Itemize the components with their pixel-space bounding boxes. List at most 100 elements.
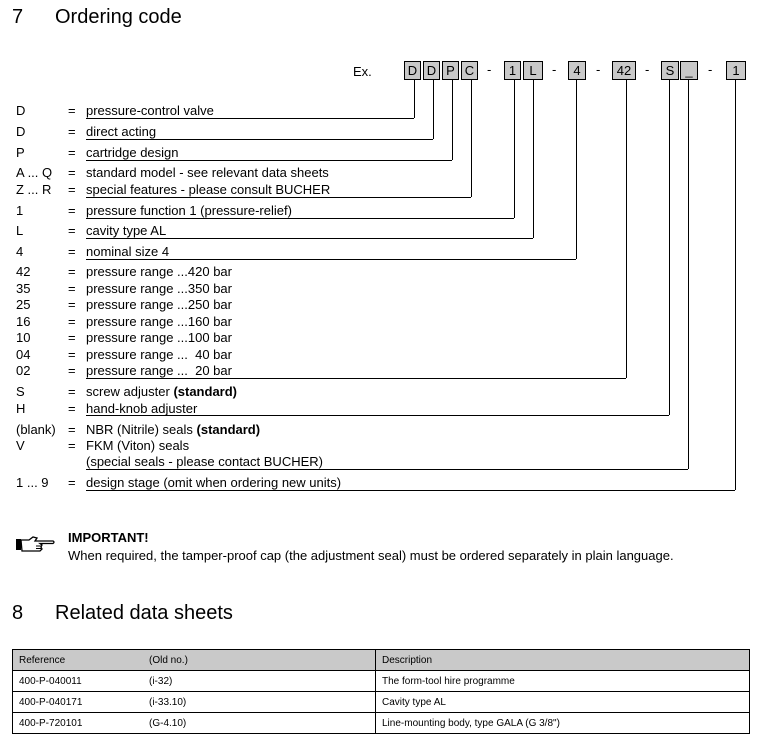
equals-sign: = [68, 223, 76, 238]
equals-sign: = [68, 264, 76, 279]
table-cell: (i-33.10) [143, 691, 376, 713]
equals-sign: = [68, 145, 76, 160]
equals-sign: = [68, 438, 76, 453]
equals-sign: = [68, 124, 76, 139]
equals-sign: = [68, 363, 76, 378]
code-value: 10 [16, 330, 31, 345]
table-row: 400-P-040011 (i-32) The form-tool hire p… [12, 670, 750, 692]
code-value: D [16, 124, 26, 139]
equals-sign: = [68, 401, 76, 416]
code-description: cavity type AL [86, 223, 167, 238]
important-heading: IMPORTANT! [68, 530, 149, 545]
code-description: design stage (omit when ordering new uni… [86, 475, 342, 490]
equals-sign: = [68, 347, 76, 362]
code-value: 1 ... 9 [16, 475, 49, 490]
table-cell: 400-P-040011 [12, 670, 143, 692]
code-value: D [16, 103, 26, 118]
connector-line [86, 160, 452, 161]
code-value: 02 [16, 363, 31, 378]
code-value: 04 [16, 347, 31, 362]
connector-line [669, 79, 670, 415]
code-value: H [16, 401, 26, 416]
code-value: S [16, 384, 25, 399]
code-dash: - [645, 62, 650, 77]
connector-line [86, 490, 735, 491]
code-description: special features - please consult BUCHER [86, 182, 331, 197]
connector-line [86, 197, 471, 198]
code-value: 1 [16, 203, 24, 218]
equals-sign: = [68, 203, 76, 218]
code-dash: - [487, 62, 492, 77]
code-box: D [404, 61, 421, 80]
connector-line [514, 79, 515, 218]
table-header-row: Reference (Old no.) Description [12, 649, 750, 671]
code-box: 4 [568, 61, 586, 80]
connector-line [452, 79, 453, 160]
equals-sign: = [68, 475, 76, 490]
code-description: cartridge design [86, 145, 179, 160]
connector-line [86, 415, 669, 416]
connector-line [86, 218, 514, 219]
table-cell: (G-4.10) [143, 712, 376, 734]
equals-sign: = [68, 330, 76, 345]
standard-label: (standard) [173, 384, 237, 399]
code-value: A ... Q [16, 165, 53, 180]
example-label: Ex. [353, 64, 372, 79]
connector-line [533, 79, 534, 238]
code-description: FKM (Viton) seals [86, 438, 190, 453]
table-cell: 400-P-720101 [12, 712, 143, 734]
column-header: Description [375, 649, 750, 671]
code-value: 35 [16, 281, 31, 296]
code-description: pressure range ...160 bar [86, 314, 232, 329]
table-cell: Line-mounting body, type GALA (G 3/8") [375, 712, 750, 734]
table-cell: Cavity type AL [375, 691, 750, 713]
section-number: 8 [12, 602, 24, 624]
connector-line [433, 79, 434, 139]
code-description: pressure range ...350 bar [86, 281, 232, 296]
table-row: 400-P-040171 (i-33.10) Cavity type AL [12, 691, 750, 713]
code-description-text: screw adjuster [86, 384, 170, 399]
column-header: Reference [12, 649, 143, 671]
code-description: hand-knob adjuster [86, 401, 198, 416]
code-value: 25 [16, 297, 31, 312]
table-row: 400-P-720101 (G-4.10) Line-mounting body… [12, 712, 750, 734]
connector-line [471, 79, 472, 197]
code-description: pressure range ... 20 bar [86, 363, 232, 378]
code-box: 1 [504, 61, 521, 80]
connector-line [86, 118, 414, 119]
code-value: (blank) [16, 422, 56, 437]
code-dash: - [708, 62, 713, 77]
connector-line [86, 139, 433, 140]
equals-sign: = [68, 182, 76, 197]
standard-label: (standard) [196, 422, 261, 437]
connector-line [735, 79, 736, 490]
table-cell: (i-32) [143, 670, 376, 692]
code-description: screw adjuster (standard) [86, 384, 237, 399]
column-header: (Old no.) [143, 649, 376, 671]
code-description: pressure range ...250 bar [86, 297, 232, 312]
code-box: 1 [726, 61, 746, 80]
table-cell: The form-tool hire programme [375, 670, 750, 692]
section-number: 7 [12, 6, 24, 28]
code-box: 42 [612, 61, 636, 80]
equals-sign: = [68, 103, 76, 118]
equals-sign: = [68, 281, 76, 296]
equals-sign: = [68, 314, 76, 329]
code-description: pressure function 1 (pressure-relief) [86, 203, 292, 218]
code-value: L [16, 223, 24, 238]
code-box: C [461, 61, 478, 80]
equals-sign: = [68, 297, 76, 312]
related-data-sheets-table: Reference (Old no.) Description 400-P-04… [12, 649, 750, 734]
connector-line [626, 79, 627, 378]
connector-line [414, 79, 415, 118]
code-value: 16 [16, 314, 31, 329]
code-dash: - [596, 62, 601, 77]
code-value: V [16, 438, 25, 453]
code-description: (special seals - please contact BUCHER) [86, 454, 323, 469]
code-description: nominal size 4 [86, 244, 170, 259]
code-description-text: NBR (Nitrile) seals [86, 422, 197, 437]
code-box: S [661, 61, 679, 80]
code-description: pressure range ... 40 bar [86, 347, 232, 362]
equals-sign: = [68, 165, 76, 180]
code-description: direct acting [86, 124, 157, 139]
